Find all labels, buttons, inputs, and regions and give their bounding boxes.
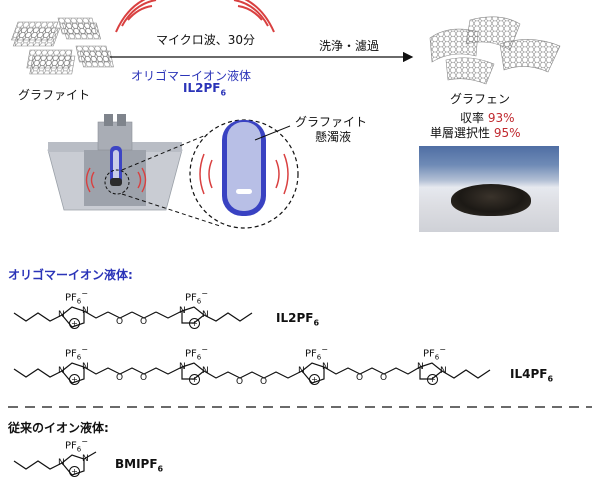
positive-charge-icon: + bbox=[189, 318, 200, 329]
oxygen-atom: O bbox=[116, 317, 124, 327]
oxygen-atom: O bbox=[260, 377, 268, 387]
nitrogen-atom: N bbox=[417, 362, 424, 372]
oxygen-atom: O bbox=[356, 373, 364, 383]
microwave-condition-label: マイクロ波、30分 bbox=[156, 33, 256, 47]
graphene-sheet-icon bbox=[429, 16, 561, 85]
nitrogen-atom: N bbox=[58, 366, 65, 376]
nitrogen-atom: N bbox=[440, 366, 447, 376]
positive-charge-icon: + bbox=[69, 466, 80, 477]
oxygen-atom: O bbox=[140, 373, 148, 383]
microwave-reactor-icon bbox=[47, 114, 183, 211]
microwave-wave-icon bbox=[115, 0, 275, 33]
graphite-label: グラファイト bbox=[18, 88, 91, 102]
nitrogen-atom: N bbox=[322, 362, 329, 372]
pf6-counterion: PF6− bbox=[65, 345, 88, 362]
nitrogen-atom: N bbox=[82, 306, 89, 316]
dispersion-label-line1: グラファイト bbox=[295, 115, 368, 129]
positive-charge-icon: + bbox=[309, 374, 320, 385]
selectivity-line: 単層選択性 95% bbox=[430, 126, 521, 140]
pf6-counterion: PF6− bbox=[185, 345, 208, 362]
pf6-counterion: PF6− bbox=[185, 289, 208, 306]
il4pf6-name: IL4PF6 bbox=[510, 367, 554, 384]
il4pf6-structure bbox=[13, 362, 491, 384]
il2pf6-reagent-label: IL2PF6 bbox=[183, 81, 227, 98]
nitrogen-atom: N bbox=[202, 366, 209, 376]
positive-charge-icon: + bbox=[189, 374, 200, 385]
oxygen-atom: O bbox=[140, 317, 148, 327]
pf6-counterion: PF6− bbox=[65, 437, 88, 454]
dispersion-label-line2: 懸濁液 bbox=[315, 130, 352, 144]
wash-filter-label: 洗浄・濾過 bbox=[319, 39, 380, 53]
nitrogen-atom: N bbox=[179, 362, 186, 372]
nitrogen-atom: N bbox=[179, 306, 186, 316]
nitrogen-atom: N bbox=[58, 458, 65, 468]
yield-line: 収率 93% bbox=[460, 111, 515, 125]
oxygen-atom: O bbox=[380, 373, 388, 383]
il2pf6-structure bbox=[13, 306, 253, 328]
zoom-line-bottom bbox=[121, 193, 221, 227]
graphene-powder-photo bbox=[419, 146, 559, 232]
nitrogen-atom: N bbox=[58, 310, 65, 320]
bmipf6-name: BMIPF6 bbox=[115, 457, 164, 474]
graphite-stack-icon bbox=[11, 17, 114, 75]
positive-charge-icon: + bbox=[69, 374, 80, 385]
graphene-powder-pile bbox=[451, 184, 531, 216]
oligomer-heading: オリゴマーイオン液体: bbox=[8, 268, 133, 282]
pf6-counterion: PF6− bbox=[305, 345, 328, 362]
positive-charge-icon: + bbox=[69, 318, 80, 329]
nitrogen-atom: N bbox=[298, 366, 305, 376]
nitrogen-atom: N bbox=[82, 362, 89, 372]
oxygen-atom: O bbox=[116, 373, 124, 383]
il2pf6-name: IL2PF6 bbox=[276, 311, 320, 328]
zoom-circle bbox=[189, 119, 299, 229]
nitrogen-atom: N bbox=[82, 454, 89, 464]
conventional-heading: 従来のイオン液体: bbox=[8, 421, 109, 435]
pf6-counterion: PF6− bbox=[423, 345, 446, 362]
oxygen-atom: O bbox=[236, 377, 244, 387]
zoom-line-top bbox=[121, 129, 219, 171]
oligomer-ionic-liquid-label: オリゴマーイオン液体 bbox=[131, 69, 252, 83]
positive-charge-icon: + bbox=[427, 374, 438, 385]
nitrogen-atom: N bbox=[202, 310, 209, 320]
pf6-counterion: PF6− bbox=[65, 289, 88, 306]
graphene-label: グラフェン bbox=[450, 92, 511, 106]
